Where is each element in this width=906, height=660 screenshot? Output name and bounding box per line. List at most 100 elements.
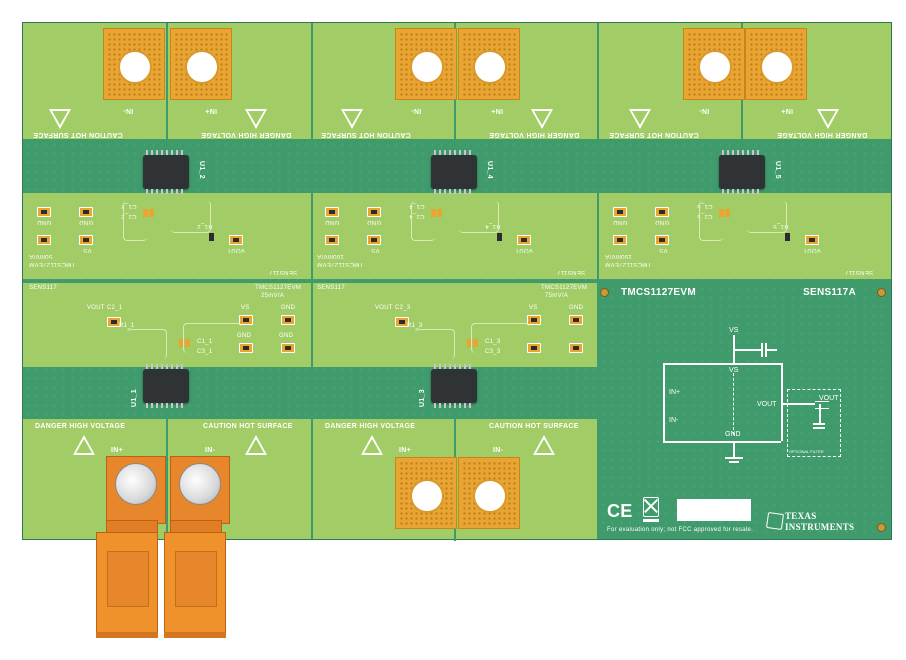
schematic-label: VS — [729, 367, 739, 374]
high-voltage-warning-icon — [361, 435, 383, 455]
trace — [415, 329, 455, 359]
capacitor — [179, 339, 184, 347]
capacitor — [437, 209, 442, 217]
pin-label: IN- — [205, 447, 216, 454]
mounting-hole — [185, 50, 219, 84]
mounting-hole — [118, 50, 152, 84]
schematic-label: OPTIONAL FILTER — [789, 449, 824, 454]
test-point-label: GND — [655, 219, 670, 225]
mounting-hole — [410, 50, 444, 84]
ref-designator: U1_1 — [131, 389, 138, 407]
screw-icon — [179, 463, 221, 505]
test-point — [107, 317, 121, 327]
current-sensor-ic — [431, 364, 477, 408]
pin-label: IN- — [123, 107, 134, 114]
trace — [459, 201, 499, 233]
test-point-label: GND — [79, 219, 94, 225]
test-point-label: VS — [659, 247, 668, 253]
mounting-hole — [877, 288, 886, 297]
test-point — [239, 315, 253, 325]
test-point-label: VOUT — [375, 305, 393, 311]
terminal-housing — [170, 456, 230, 524]
schematic-label: VOUT — [757, 401, 777, 408]
schematic-label: VOUT — [819, 395, 839, 402]
sens-label: SENS117 — [269, 269, 298, 275]
brand-line-2: INSTRUMENTS — [785, 522, 855, 532]
test-point-label: GND — [613, 219, 628, 225]
ref-designator: C1_3 — [485, 339, 501, 345]
terminal-base — [96, 632, 158, 638]
caution-text: CAUTION HOT SURFACE — [489, 423, 579, 430]
current-sensor-ic — [431, 150, 477, 194]
lv-area — [599, 193, 891, 279]
test-point — [613, 235, 627, 245]
ref-designator: U1_2 — [198, 161, 205, 179]
ti-logo-icon — [765, 511, 785, 531]
capacitor — [143, 209, 148, 217]
serial-label-area — [677, 499, 751, 521]
terminal-body — [96, 532, 158, 638]
schematic-label: IN+ — [669, 389, 681, 396]
current-sensor-ic — [143, 364, 189, 408]
isolation-slot — [166, 403, 168, 541]
capacitor — [431, 209, 436, 217]
test-point — [281, 315, 295, 325]
capacitor — [719, 209, 724, 217]
trace — [471, 323, 529, 353]
test-point — [527, 315, 541, 325]
pin-label: IN+ — [205, 107, 217, 114]
test-point — [367, 207, 381, 217]
ref-designator: R1_3 — [407, 323, 423, 329]
copper-pad — [458, 457, 520, 529]
copper-pad — [395, 457, 457, 529]
test-point — [229, 235, 243, 245]
high-voltage-warning-icon — [531, 109, 553, 129]
mounting-hole — [473, 50, 507, 84]
capacitor — [149, 209, 154, 217]
high-voltage-warning-icon — [817, 109, 839, 129]
current-sensor-ic — [719, 150, 765, 194]
pin-label: IN- — [411, 107, 422, 114]
terminal-base — [164, 632, 226, 638]
test-point — [239, 343, 253, 353]
test-point — [79, 207, 93, 217]
trace — [699, 201, 723, 241]
ref-designator: R1_1 — [119, 323, 135, 329]
copper-pad — [395, 28, 457, 100]
caution-text: CAUTION HOT SURFACE — [33, 131, 123, 138]
test-point — [37, 207, 51, 217]
test-point — [79, 235, 93, 245]
sens-label: SENS117 — [557, 269, 586, 275]
mounting-hole — [473, 479, 507, 513]
test-point — [613, 207, 627, 217]
model-label: TMCS1127EVM — [541, 285, 588, 291]
capacitor — [185, 339, 190, 347]
test-point-label: VS — [241, 305, 250, 311]
danger-text: DANGER HIGH VOLTAGE — [35, 423, 126, 430]
pcb-board: IN- IN+ IN- IN+ IN- IN+ CAUTION HOT SURF… — [22, 22, 892, 541]
mounting-hole — [877, 523, 886, 532]
test-point-label: VOUT — [87, 305, 105, 311]
board-revision: SENS117A — [803, 287, 856, 298]
ref-designator: C1_1 — [197, 339, 213, 345]
pin-label: IN+ — [399, 447, 411, 454]
test-point-label: VOUT — [803, 247, 821, 253]
terminal-housing — [106, 456, 166, 524]
ce-mark: CE — [607, 501, 633, 521]
test-point — [569, 343, 583, 353]
trace — [127, 329, 167, 359]
gain-label: 75mV/A — [545, 293, 569, 299]
isolation-slot — [166, 23, 168, 159]
mounting-hole — [600, 288, 609, 297]
resistor — [209, 233, 214, 241]
schematic-label: GND — [725, 431, 741, 438]
schematic-label: VS — [729, 327, 739, 334]
trace — [183, 323, 241, 353]
pin-label: IN+ — [491, 107, 503, 114]
hot-surface-warning-icon — [341, 109, 363, 129]
test-point-label: GND — [237, 333, 252, 339]
gain-label: 150mV/A — [605, 253, 632, 259]
current-sensor-ic — [143, 150, 189, 194]
capacitor — [473, 339, 478, 347]
ref-designator: C2_1 — [107, 305, 123, 311]
